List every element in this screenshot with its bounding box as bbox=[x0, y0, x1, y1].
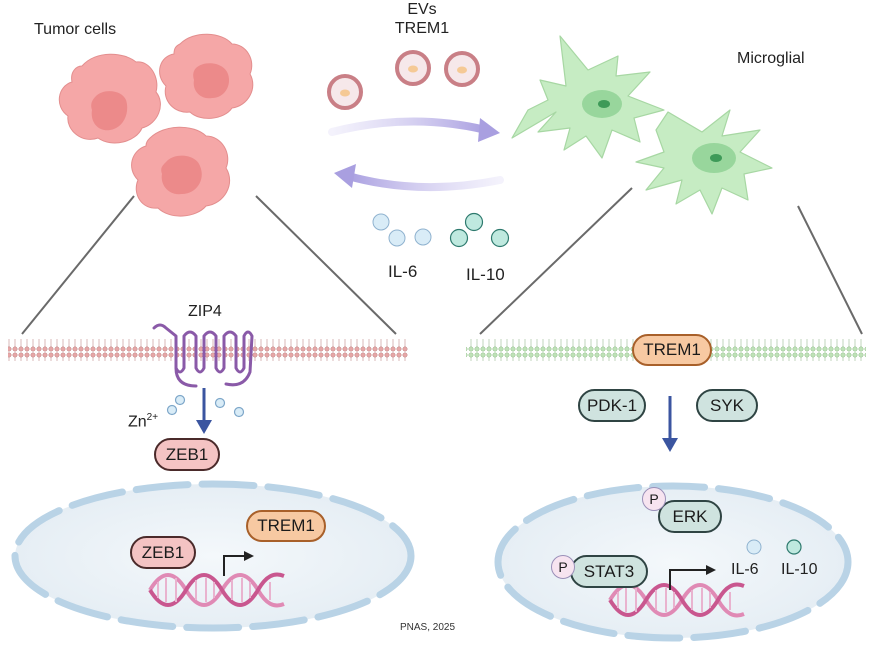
dna-helix-tumor bbox=[148, 572, 285, 608]
il6-dot-1 bbox=[372, 213, 390, 231]
zeb1-cytoplasm: ZEB1 bbox=[154, 438, 220, 471]
dna-helix-microglia bbox=[608, 582, 745, 618]
zeb1-nucleus: ZEB1 bbox=[130, 536, 196, 569]
tumor-cell-3 bbox=[131, 126, 231, 217]
il6-dot-3 bbox=[414, 228, 432, 246]
zip4-transporter bbox=[152, 323, 254, 387]
transcription-arrow-tumor bbox=[223, 555, 246, 576]
microglial-label: Microglial bbox=[737, 50, 805, 67]
trem1-gene: TREM1 bbox=[246, 510, 326, 542]
microglia-cell-2 bbox=[635, 109, 773, 215]
il6-label: IL-6 bbox=[388, 262, 418, 281]
evs-label: EVs bbox=[407, 1, 437, 18]
erk-phospho-badge: P bbox=[642, 487, 666, 511]
tumor-cells-label: Tumor cells bbox=[34, 21, 117, 38]
output-il6-dot bbox=[746, 539, 762, 555]
il10-dot-3 bbox=[490, 228, 510, 248]
stat3-phospho-badge: P bbox=[551, 555, 575, 579]
zip4-label: ZIP4 bbox=[188, 303, 222, 320]
zn-ion-3 bbox=[214, 397, 226, 409]
output-il6-label: IL-6 bbox=[731, 561, 759, 578]
zn-ion-2 bbox=[174, 394, 186, 406]
arrow-to-tumor-head bbox=[334, 164, 356, 188]
tumor-cell-1 bbox=[58, 53, 161, 144]
tumor-nucleus bbox=[11, 480, 415, 632]
zn-ion-1 bbox=[166, 404, 178, 416]
il10-dot-2 bbox=[449, 228, 469, 248]
trem1-receptor: TREM1 bbox=[632, 334, 712, 366]
output-il10-label: IL-10 bbox=[781, 561, 818, 578]
ev-vesicle-2 bbox=[395, 50, 431, 86]
zoom-line-tumor-left bbox=[21, 195, 135, 335]
zoom-line-microglia-left bbox=[479, 187, 633, 335]
syk-kinase: SYK bbox=[696, 389, 758, 422]
zn-ion-label: Zn2+ bbox=[128, 412, 159, 431]
il10-dot-1 bbox=[464, 212, 484, 232]
tumor-membrane bbox=[8, 339, 408, 361]
stat3-factor: STAT3 bbox=[570, 555, 648, 588]
arrow-to-tumor bbox=[344, 172, 504, 192]
ev-vesicle-3 bbox=[444, 51, 480, 87]
arrow-to-microglia bbox=[328, 117, 490, 136]
zoom-line-microglia-right bbox=[797, 205, 863, 335]
zoom-line-tumor-right bbox=[255, 195, 397, 335]
erk-kinase: ERK bbox=[658, 500, 722, 533]
tumor-cell-2 bbox=[159, 33, 254, 119]
il6-dot-2 bbox=[388, 229, 406, 247]
output-il10-dot bbox=[786, 539, 802, 555]
microglia-nucleus bbox=[494, 482, 852, 642]
arrow-to-microglia-head bbox=[478, 118, 500, 142]
evs-trem1-label: TREM1 bbox=[394, 20, 450, 37]
source-caption: PNAS, 2025 bbox=[400, 622, 456, 633]
il10-label: IL-10 bbox=[466, 265, 505, 284]
pdk1-kinase: PDK-1 bbox=[578, 389, 646, 422]
zn-ion-4 bbox=[233, 406, 245, 418]
transcription-arrow-microglia bbox=[669, 569, 708, 590]
ev-vesicle-1 bbox=[327, 74, 363, 110]
microglia-cell-1 bbox=[511, 35, 665, 159]
